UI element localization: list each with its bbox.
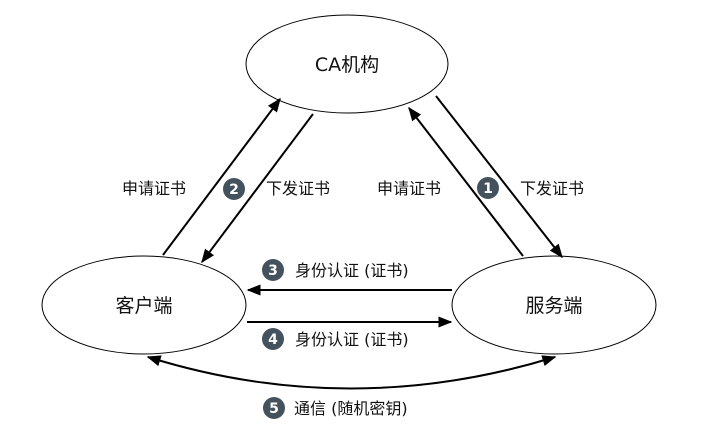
step-number-2: 2 xyxy=(229,182,239,198)
step-badge-2: 2 xyxy=(223,178,245,200)
edge-client-request-label: 申请证书 xyxy=(122,179,186,198)
step-badge-1: 1 xyxy=(477,177,499,199)
node-server: 服务端 xyxy=(451,255,657,355)
step-badge-5: 5 xyxy=(263,397,285,419)
edge-client-issue-label: 下发证书 xyxy=(266,179,330,198)
node-server-label: 服务端 xyxy=(525,295,582,317)
step-number-3: 3 xyxy=(268,263,278,279)
step-badge-3: 3 xyxy=(262,259,284,281)
edge-auth-to-client-label: 身份认证 (证书) xyxy=(295,261,409,280)
node-ca: CA机构 xyxy=(245,14,449,114)
edge-server-issue-label: 下发证书 xyxy=(520,179,584,198)
step-number-1: 1 xyxy=(483,181,493,197)
edge-server-issue-arrow xyxy=(435,95,563,259)
node-ca-label: CA机构 xyxy=(315,54,379,76)
edge-server-request-arrow xyxy=(408,106,524,257)
edge-client-issue-arrow xyxy=(201,113,314,264)
edge-auth-to-server-label: 身份认证 (证书) xyxy=(295,330,409,349)
edge-server-request-label: 申请证书 xyxy=(377,179,441,198)
edge-client-request-arrow xyxy=(162,97,281,256)
node-client-label: 客户端 xyxy=(115,295,172,317)
step-badge-4: 4 xyxy=(262,328,284,350)
node-client: 客户端 xyxy=(41,255,247,355)
step-number-4: 4 xyxy=(268,332,278,348)
edge-communication-label: 通信 (随机密钥) xyxy=(294,399,408,418)
step-number-5: 5 xyxy=(269,401,279,417)
edge-communication-arrow xyxy=(146,355,557,390)
